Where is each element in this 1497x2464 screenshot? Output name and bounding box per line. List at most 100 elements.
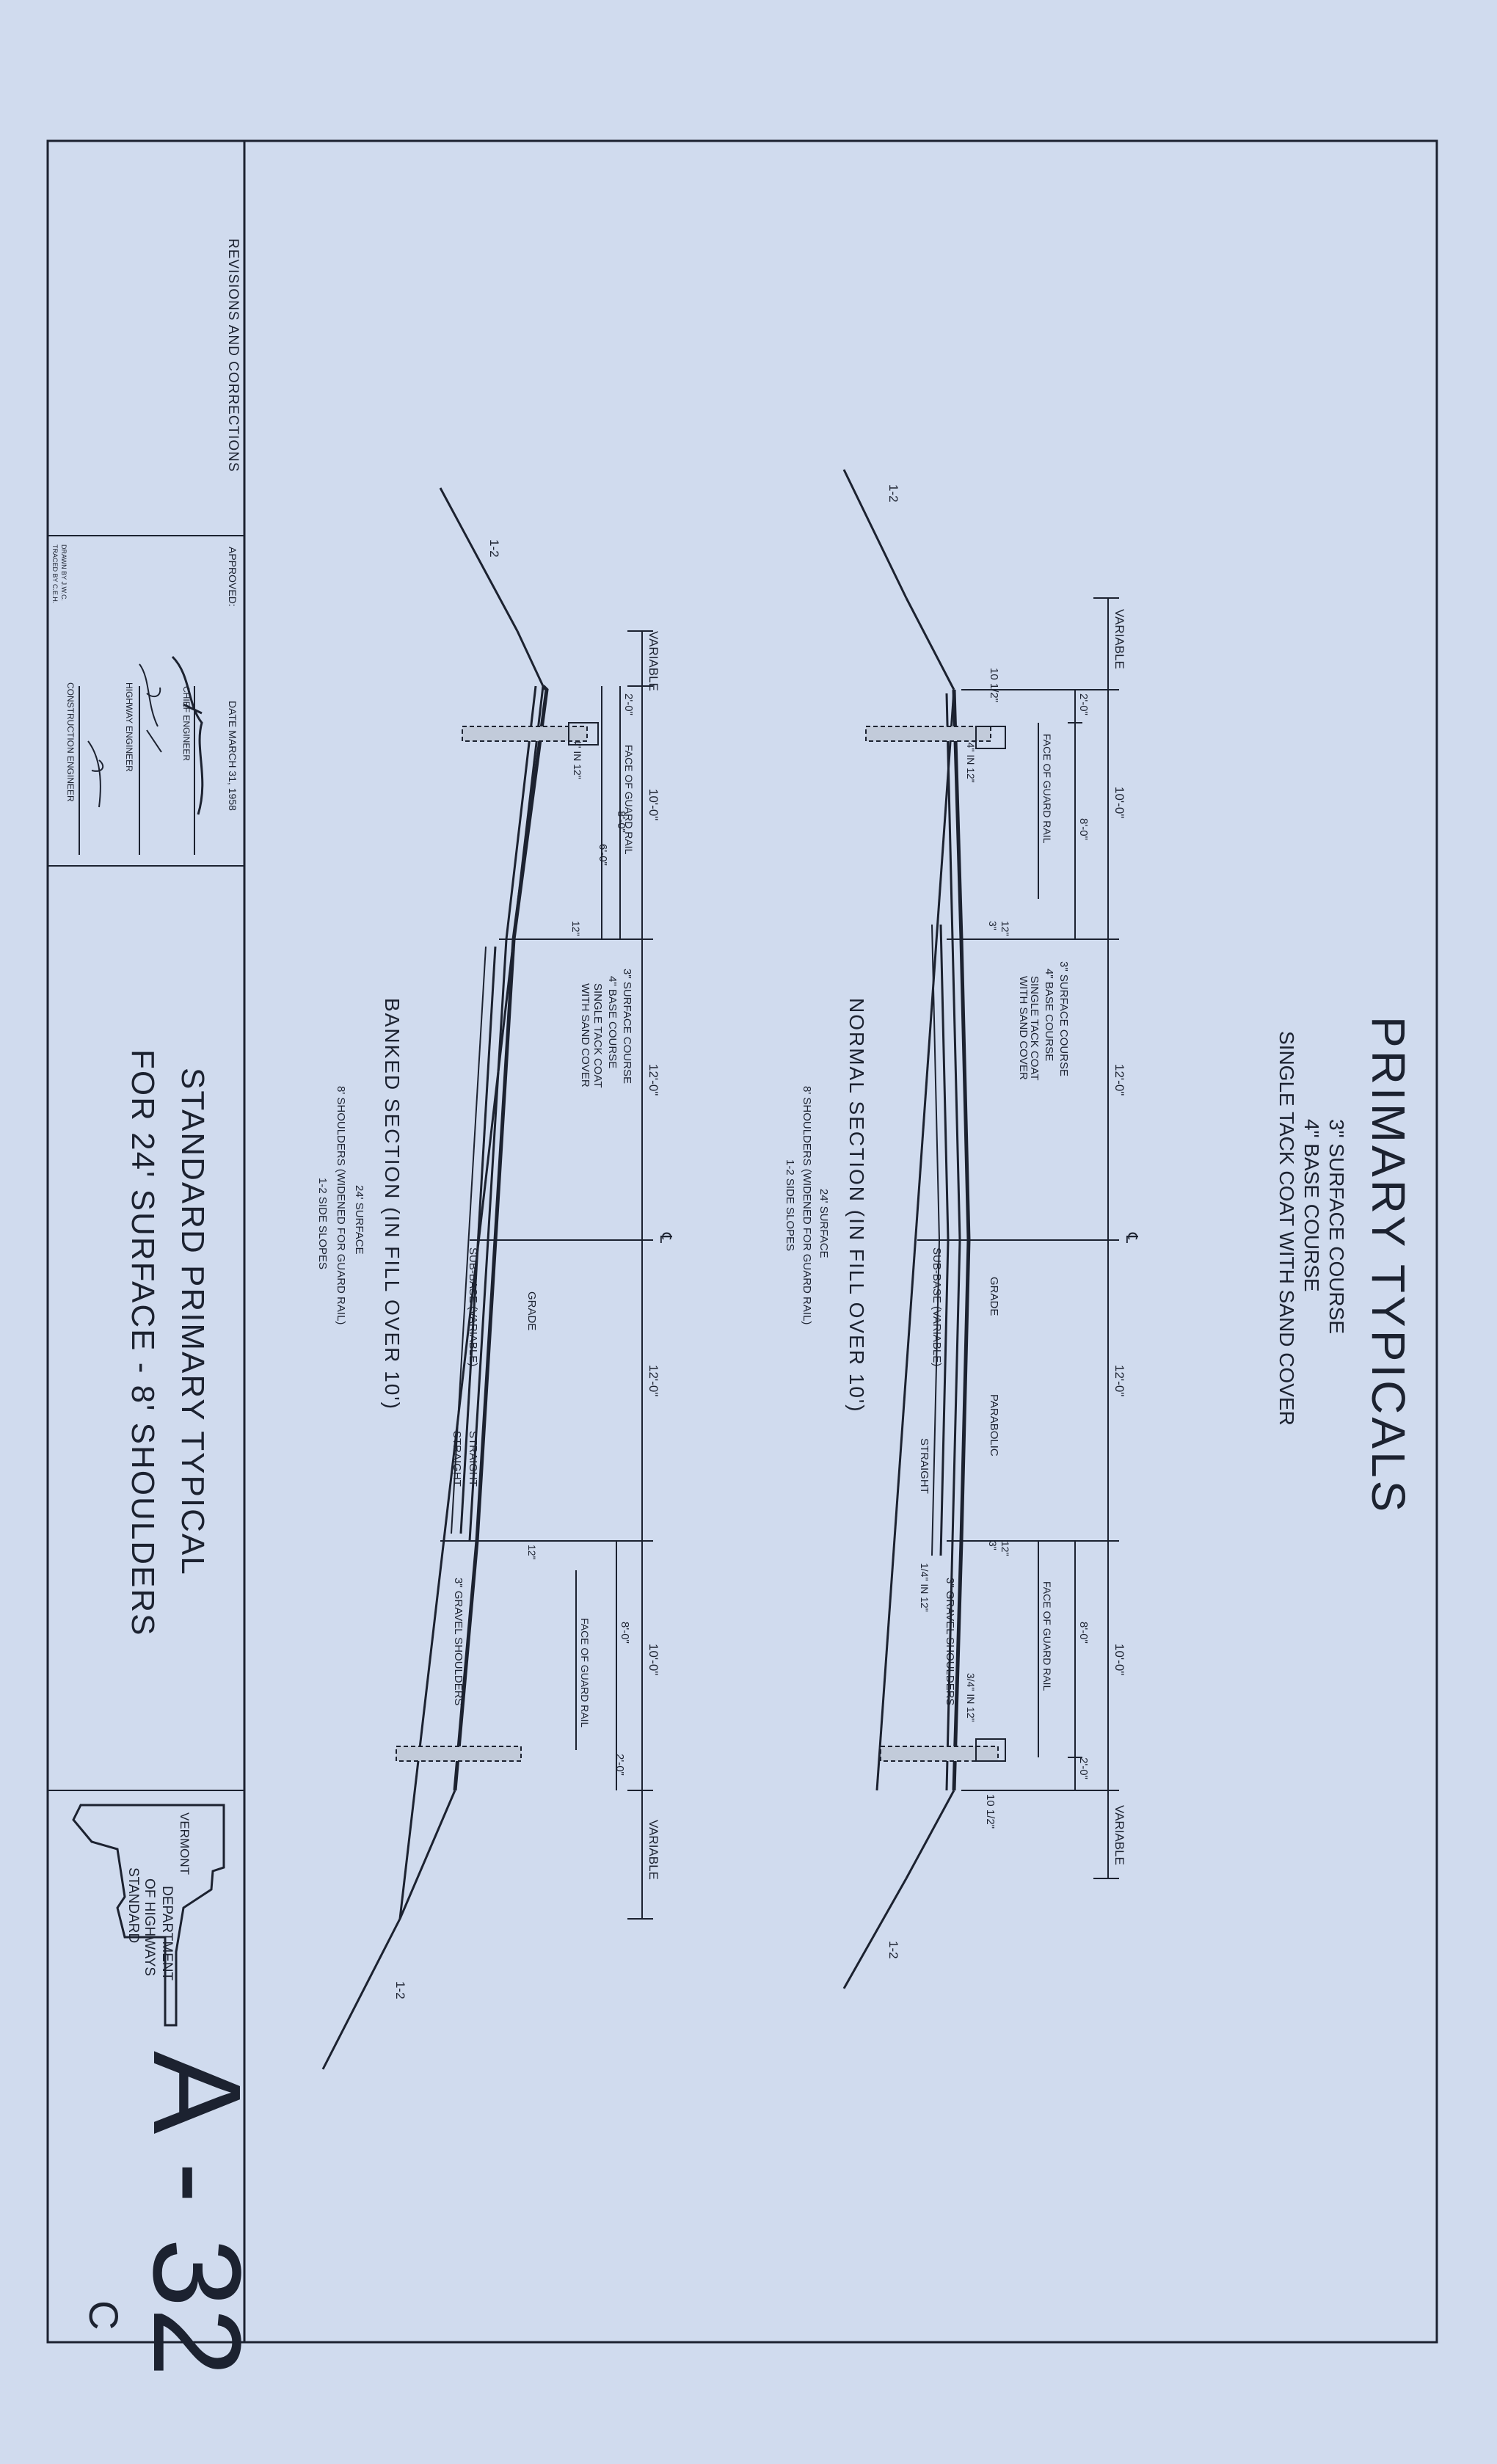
- banked-sub-base: SUB-BASE (VARIABLE): [467, 1247, 479, 1366]
- normal-parabolic: PARABOLIC: [988, 1394, 1000, 1457]
- normal-dim-shoulder-left: 10'-0": [1112, 787, 1126, 818]
- banked-dim-2ft-right: 2'-0": [613, 1754, 626, 1776]
- banked-guard-post-left: [462, 726, 588, 742]
- banked-shoulder-slope: 3/4" IN 12": [572, 730, 583, 779]
- normal-caption: NORMAL SECTION (IN FILL OVER 10'): [845, 998, 868, 1413]
- normal-dim-shoulder-right: 10'-0": [1112, 1644, 1126, 1675]
- banked-side-slope-left: [439, 487, 519, 632]
- banked-dim-8ft-right: 8'-0": [619, 1622, 631, 1644]
- normal-gravel-shoulders: 3" GRAVEL SHOULDERS: [944, 1578, 956, 1706]
- banked-course-4: WITH SAND COVER: [579, 983, 591, 1087]
- drawing-title-line2: FOR 24' SURFACE - 8' SHOULDERS: [125, 1049, 161, 1637]
- normal-guard-post-right: [880, 1746, 999, 1762]
- normal-dim-3-right: 3": [987, 1541, 999, 1550]
- normal-centerline: ℄: [1123, 1232, 1141, 1244]
- normal-face-guard-rail-left: FACE OF GUARD RAIL: [1041, 734, 1053, 844]
- normal-note-3: 1-2 SIDE SLOPES: [784, 1159, 796, 1251]
- banked-note-3: 1-2 SIDE SLOPES: [316, 1178, 329, 1269]
- banked-dim-lane-right: 12'-0": [646, 1365, 660, 1396]
- main-title: PRIMARY TYPICALS: [1362, 1016, 1415, 1515]
- banked-slope-label-right: 1-2: [393, 1981, 407, 2000]
- banked-side-slope-right: [321, 1918, 401, 2070]
- normal-section: VARIABLE 10'-0" 12'-0" 12'-0" 10'-0" VAR…: [784, 469, 1141, 1989]
- approved-label: APPROVED:: [227, 547, 238, 607]
- normal-dim-lane-left: 12'-0": [1112, 1064, 1126, 1096]
- normal-course-2: 4" BASE COURSE: [1043, 969, 1055, 1061]
- revisions-label: REVISIONS AND CORRECTIONS: [225, 238, 241, 473]
- normal-outer-slope: 1/4" IN 12": [919, 1563, 930, 1612]
- title-line2: 4" BASE COURSE: [1300, 1119, 1323, 1292]
- banked-face-guard-rail-left: FACE OF GUARD RAIL: [623, 745, 635, 855]
- highway-signature: [139, 663, 162, 753]
- normal-slope-label-right: 1-2: [886, 1941, 900, 1959]
- banked-guard-post-right: [396, 1746, 522, 1762]
- normal-dim-2ft-left: 2'-0": [1077, 693, 1090, 715]
- normal-dim-3-left: 3": [987, 921, 999, 930]
- normal-subgrade-line: [875, 689, 955, 1791]
- normal-side-slope-right: [842, 1878, 908, 1989]
- normal-course-4: WITH SAND COVER: [1017, 976, 1030, 1080]
- normal-dim-lane-right: 12'-0": [1112, 1365, 1126, 1396]
- banked-caption: BANKED SECTION (IN FILL OVER 10'): [381, 998, 404, 1410]
- banked-dim-2ft-left: 2'-0": [622, 693, 635, 715]
- banked-section: VARIABLE 10'-0" 12'-0" 12'-0" 10'-0" VAR…: [316, 487, 675, 2070]
- normal-slope-label-left: 1-2: [886, 484, 900, 503]
- banked-dim-variable-left: VARIABLE: [646, 631, 660, 691]
- banked-face-guard-rail-right: FACE OF GUARD RAIL: [579, 1618, 591, 1728]
- banked-course-2: 4" BASE COURSE: [606, 976, 619, 1068]
- normal-shoulder-slope-right: 3/4" IN 12": [965, 1673, 977, 1722]
- title-line1: 3" SURFACE COURSE: [1325, 1119, 1348, 1334]
- normal-sub-base: SUB-BASE (VARIABLE): [930, 1247, 943, 1366]
- normal-surface-line: [952, 689, 971, 1791]
- banked-dim-shoulder-left: 10'-0": [646, 789, 660, 820]
- normal-depth-left: 10 1/2": [988, 668, 1000, 702]
- normal-note-1: 24' SURFACE: [817, 1189, 830, 1258]
- normal-grade: GRADE: [988, 1277, 1000, 1316]
- construction-engineer-label: CONSTRUCTION ENGINEER: [65, 682, 76, 802]
- banked-dim-12-right: 12": [526, 1545, 538, 1560]
- banked-note-2: 8' SHOULDERS (WIDENED FOR GUARD RAIL): [335, 1086, 347, 1324]
- normal-dim-8ft-right: 8'-0": [1077, 1622, 1090, 1644]
- banked-course-3: SINGLE TACK COAT: [591, 983, 604, 1088]
- normal-dim-8ft-left: 8'-0": [1077, 818, 1090, 840]
- traced-by: TRACED BY C.E.H.: [51, 544, 59, 603]
- banked-dim-variable-right: VARIABLE: [646, 1820, 660, 1880]
- highway-engineer-label: HIGHWAY ENGINEER: [124, 682, 134, 772]
- drawn-by: DRAWN BY J.W.C.: [60, 544, 68, 601]
- banked-straight-2: STRAIGHT: [451, 1431, 463, 1487]
- normal-shoulder-slope-left: 3/4" IN 12": [965, 734, 977, 783]
- drawing-title-line1: STANDARD PRIMARY TYPICAL: [175, 1068, 211, 1576]
- normal-dim-12-right: 12": [999, 1541, 1011, 1556]
- normal-guard-post-left: [865, 726, 991, 742]
- banked-dim-shoulder-right: 10'-0": [646, 1644, 660, 1675]
- construction-signature: [87, 740, 104, 808]
- sheet-number: A - 32: [127, 2051, 266, 2377]
- sheet-border: [46, 139, 1438, 2344]
- banked-dim-12-left: 12": [570, 921, 582, 936]
- normal-face-guard-rail-right: FACE OF GUARD RAIL: [1041, 1581, 1053, 1691]
- banked-dim-lane-left: 12'-0": [646, 1064, 660, 1096]
- banked-course-1: 3" SURFACE COURSE: [621, 969, 633, 1084]
- normal-course-3: SINGLE TACK COAT: [1028, 976, 1041, 1081]
- title-line3: SINGLE TACK COAT WITH SAND COVER: [1275, 1031, 1298, 1426]
- normal-note-2: 8' SHOULDERS (WIDENED FOR GUARD RAIL): [801, 1086, 813, 1324]
- normal-course-1: 3" SURFACE COURSE: [1057, 961, 1070, 1076]
- banked-slope-label-left: 1-2: [487, 539, 501, 558]
- banked-straight-1: STRAIGHT: [467, 1431, 479, 1487]
- dept-line2: OF HIGHWAYS: [142, 1878, 157, 1976]
- normal-depth-right: 10 1/2": [984, 1794, 997, 1829]
- dept-line1: DEPARTMENT: [159, 1886, 175, 1981]
- dept-line3: STANDARD: [125, 1867, 141, 1943]
- banked-dim-8ft-left: 8'-0": [615, 811, 627, 833]
- banked-gravel-shoulders: 3" GRAVEL SHOULDERS: [452, 1578, 465, 1706]
- normal-dim-variable-left: VARIABLE: [1112, 609, 1126, 669]
- chief-signature: [171, 655, 204, 815]
- normal-side-slope-left: [842, 469, 908, 599]
- normal-dim-variable-right: VARIABLE: [1112, 1805, 1126, 1865]
- normal-dim-2ft-right: 2'-0": [1077, 1757, 1090, 1779]
- sheet-suffix: C: [81, 2300, 127, 2330]
- banked-note-1: 24' SURFACE: [353, 1185, 365, 1255]
- approval-date: DATE MARCH 31, 1958: [227, 701, 238, 811]
